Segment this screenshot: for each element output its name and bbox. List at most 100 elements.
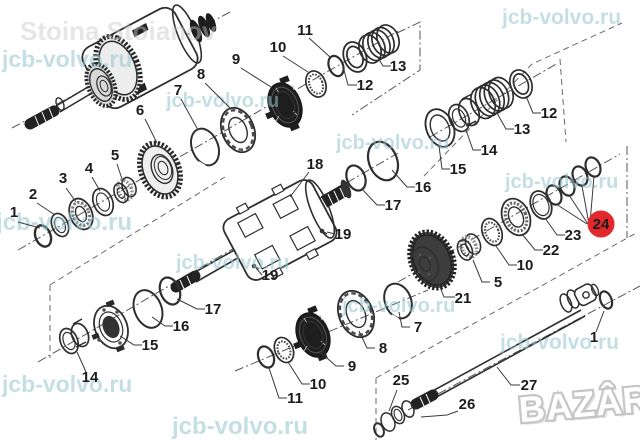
lower-parts-row <box>256 282 413 369</box>
part-9-splined-nut <box>265 75 303 132</box>
part-3-bearing <box>68 197 94 231</box>
callout-11b[interactable]: 11 <box>287 390 303 407</box>
part-15c-bearing-flange <box>91 299 129 353</box>
highlight-circle-24[interactable] <box>587 210 615 238</box>
part-17-oring <box>345 164 367 192</box>
upper-right-group <box>424 69 533 148</box>
part-5-roller-bearing <box>113 176 137 204</box>
callout-25[interactable]: 25 <box>393 372 410 389</box>
callout-12[interactable]: 12 <box>357 77 374 94</box>
callout-9b[interactable]: 9 <box>348 358 356 375</box>
screw-19b <box>251 263 260 270</box>
callout-19a[interactable]: 19 <box>335 226 352 243</box>
site-watermark: jcb-volvo.ru <box>0 209 132 236</box>
part-10-splined-washer <box>304 70 328 98</box>
part-8b-disc <box>336 289 376 339</box>
callout-6[interactable]: 6 <box>136 102 144 119</box>
part-16-ring <box>366 140 400 182</box>
site-watermark: jcb-volvo.ru <box>1 371 132 397</box>
part-13b-coil-spring <box>469 76 515 120</box>
part-10b-splined-washer <box>273 336 295 364</box>
part-11b-oring <box>256 345 276 369</box>
callout-19b[interactable]: 19 <box>262 267 279 284</box>
lower-left-group <box>58 276 182 355</box>
part-1b-oring <box>598 290 614 310</box>
callout-17[interactable]: 17 <box>385 197 402 214</box>
callout-13[interactable]: 13 <box>390 58 407 75</box>
output-shaft-27 <box>410 283 614 410</box>
part-24-orings <box>545 156 602 206</box>
callout-14b[interactable]: 14 <box>481 142 498 159</box>
site-watermark: jcb-volvo.ru <box>499 331 619 354</box>
callout-1[interactable]: 1 <box>10 204 18 221</box>
part-9b-splined-nut <box>293 305 331 362</box>
callout-27[interactable]: 27 <box>521 377 538 394</box>
part-21-gear <box>407 229 457 291</box>
part-10c-splined-washer <box>480 217 504 247</box>
callout-21[interactable]: 21 <box>455 290 472 307</box>
callout-13b[interactable]: 13 <box>514 121 531 138</box>
callout-9[interactable]: 9 <box>232 51 240 68</box>
callout-4[interactable]: 4 <box>85 160 94 177</box>
upper-parts-row <box>33 24 400 248</box>
part-7b-snap-ring <box>383 282 413 322</box>
callout-16c[interactable]: 16 <box>173 318 190 335</box>
site-watermark: jcb-volvo.ru <box>504 171 618 193</box>
part-15-ring <box>424 108 456 148</box>
carrier-18-drawing <box>170 179 352 293</box>
callout-1b[interactable]: 1 <box>590 329 598 346</box>
site-watermark: jcb-volvo.ru <box>335 132 449 154</box>
callout-15c[interactable]: 15 <box>142 337 159 354</box>
part-2-washer <box>50 212 70 238</box>
callout-7[interactable]: 7 <box>174 82 182 99</box>
part-6-gear <box>136 140 184 200</box>
callout-8b[interactable]: 8 <box>379 340 387 357</box>
site-watermark: jcb-volvo.ru <box>341 295 455 317</box>
callout-22[interactable]: 22 <box>543 242 560 259</box>
callout-3[interactable]: 3 <box>59 170 67 187</box>
callout-8[interactable]: 8 <box>197 66 205 83</box>
callout-10c[interactable]: 10 <box>517 257 534 274</box>
callout-11[interactable]: 11 <box>297 22 313 39</box>
site-watermark: jcb-volvo.ru <box>171 413 308 440</box>
leader-lines <box>17 37 605 418</box>
callout-26[interactable]: 26 <box>459 396 476 413</box>
part-1-oring <box>33 224 53 248</box>
callout-15b[interactable]: 15 <box>450 161 467 178</box>
callout-labels: 1 2 3 4 5 6 7 8 9 10 11 12 13 12 13 14 1… <box>10 22 610 413</box>
callout-2[interactable]: 2 <box>29 186 37 203</box>
part-11-oring <box>327 54 345 78</box>
site-watermark: jcb-volvo.ru <box>175 252 289 274</box>
small-parts-25-26 <box>373 400 415 438</box>
rings-16-17 <box>345 140 400 192</box>
callout-16[interactable]: 16 <box>415 179 432 196</box>
site-watermark: jcb-volvo.ru <box>165 90 279 112</box>
callout-10b[interactable]: 10 <box>310 376 327 393</box>
screw-19a <box>319 228 328 235</box>
site-watermark: jcb-volvo.ru <box>501 6 621 29</box>
part-5b-roller-bearing <box>456 233 482 261</box>
callout-14c[interactable]: 14 <box>82 369 99 386</box>
lower-right-group <box>407 156 602 291</box>
part-17c-oring <box>158 276 182 306</box>
watermarks: Stoina Stoianov jcb-volvo.ru jcb-volvo.r… <box>0 6 640 440</box>
callout-5[interactable]: 5 <box>111 147 119 164</box>
callout-5b[interactable]: 5 <box>494 274 502 291</box>
author-watermark: Stoina Stoianov <box>20 16 217 46</box>
callout-23[interactable]: 23 <box>565 227 582 244</box>
callout-10[interactable]: 10 <box>270 39 287 56</box>
callout-12b[interactable]: 12 <box>541 105 558 122</box>
callout-24-highlighted[interactable]: 24 <box>593 216 610 233</box>
callout-17c[interactable]: 17 <box>205 301 222 318</box>
part-14c-collar <box>58 318 90 355</box>
part-8-disc <box>219 106 257 154</box>
part-16c-ring <box>132 289 164 329</box>
boundary-dashed-lines <box>49 22 639 440</box>
callout-7b[interactable]: 7 <box>414 319 422 336</box>
part-4-washer <box>91 187 115 217</box>
part-7-snap-ring <box>190 127 220 169</box>
callout-18[interactable]: 18 <box>307 156 324 173</box>
upper-shaft-assembly-drawing <box>24 4 217 130</box>
